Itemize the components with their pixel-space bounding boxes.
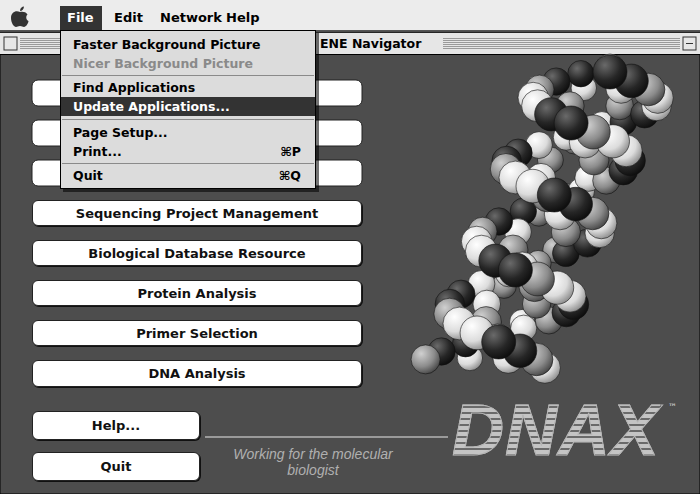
menu-item-label: Quit bbox=[73, 168, 103, 183]
menu-item: Faster Background Picture bbox=[61, 35, 315, 54]
menu-highlight bbox=[60, 6, 102, 30]
close-box bbox=[4, 37, 17, 50]
menu-item-label: Print... bbox=[73, 144, 122, 159]
logo-wordmark: DNAX bbox=[452, 390, 660, 470]
logo-rule bbox=[205, 436, 448, 438]
tagline: Working for the molecular biologist bbox=[228, 446, 398, 478]
menu-item: Quit ⌘Q bbox=[61, 166, 315, 185]
menu-item-label: Update Applications... bbox=[73, 99, 230, 114]
button-label: Primer Selection bbox=[136, 326, 258, 341]
atom-sphere bbox=[411, 345, 440, 374]
menu-item: Find Applications bbox=[61, 78, 315, 97]
window-title: ENE Navigator bbox=[320, 36, 421, 52]
button-label: Quit bbox=[101, 459, 132, 474]
title-patch bbox=[315, 36, 443, 52]
apple-logo bbox=[11, 7, 29, 28]
push-button: Protein Analysis bbox=[32, 280, 362, 306]
menu-separator bbox=[62, 75, 314, 76]
menu-item-label: Nicer Background Picture bbox=[73, 56, 253, 71]
menu-title-active: File bbox=[67, 10, 94, 25]
menu-separator bbox=[62, 163, 314, 164]
menu-item-label: Page Setup... bbox=[73, 125, 168, 140]
dna-helix bbox=[411, 54, 673, 383]
menu-title: Network bbox=[160, 10, 222, 25]
window-frame bbox=[0, 33, 700, 494]
push-button: Help... bbox=[32, 411, 200, 440]
button-label: Protein Analysis bbox=[137, 286, 256, 301]
menu-shortcut: ⌘P bbox=[280, 144, 301, 159]
atom-sphere bbox=[593, 55, 627, 89]
menu-title: Edit bbox=[114, 10, 143, 25]
button-label: Sequencing Project Management bbox=[76, 206, 318, 221]
push-button: Sequencing Project Management bbox=[32, 200, 362, 226]
push-button: DNA Analysis bbox=[32, 360, 362, 387]
atom-sphere bbox=[498, 253, 532, 287]
atom-sphere bbox=[537, 178, 571, 212]
menu-item-label: Faster Background Picture bbox=[73, 37, 261, 52]
collapse-mark bbox=[686, 43, 693, 44]
push-button: Biological Database Resource bbox=[32, 240, 362, 266]
menu-item: Nicer Background Picture bbox=[61, 54, 315, 73]
atom-sphere bbox=[554, 106, 588, 140]
menu-item-selected: Update Applications... bbox=[61, 97, 315, 116]
collapse-box bbox=[683, 37, 696, 50]
button-label: Help... bbox=[92, 418, 140, 433]
button-label: DNA Analysis bbox=[148, 366, 245, 381]
button-label: Biological Database Resource bbox=[88, 246, 305, 261]
atom-sphere bbox=[568, 60, 594, 86]
menu-item: Page Setup... bbox=[61, 123, 315, 142]
menu-title: Help bbox=[226, 10, 259, 25]
push-button: Primer Selection bbox=[32, 320, 362, 346]
push-button: Quit bbox=[32, 452, 200, 481]
menu-bar bbox=[0, 0, 700, 30]
menu-separator bbox=[62, 119, 314, 120]
dropdown-menu: Faster Background PictureNicer Backgroun… bbox=[60, 30, 316, 189]
menu-item: Print... ⌘P bbox=[61, 142, 315, 161]
trademark: ™ bbox=[668, 402, 677, 412]
atom-sphere bbox=[482, 325, 516, 359]
menu-item-label: Find Applications bbox=[73, 80, 195, 95]
menu-shortcut: ⌘Q bbox=[279, 168, 301, 183]
